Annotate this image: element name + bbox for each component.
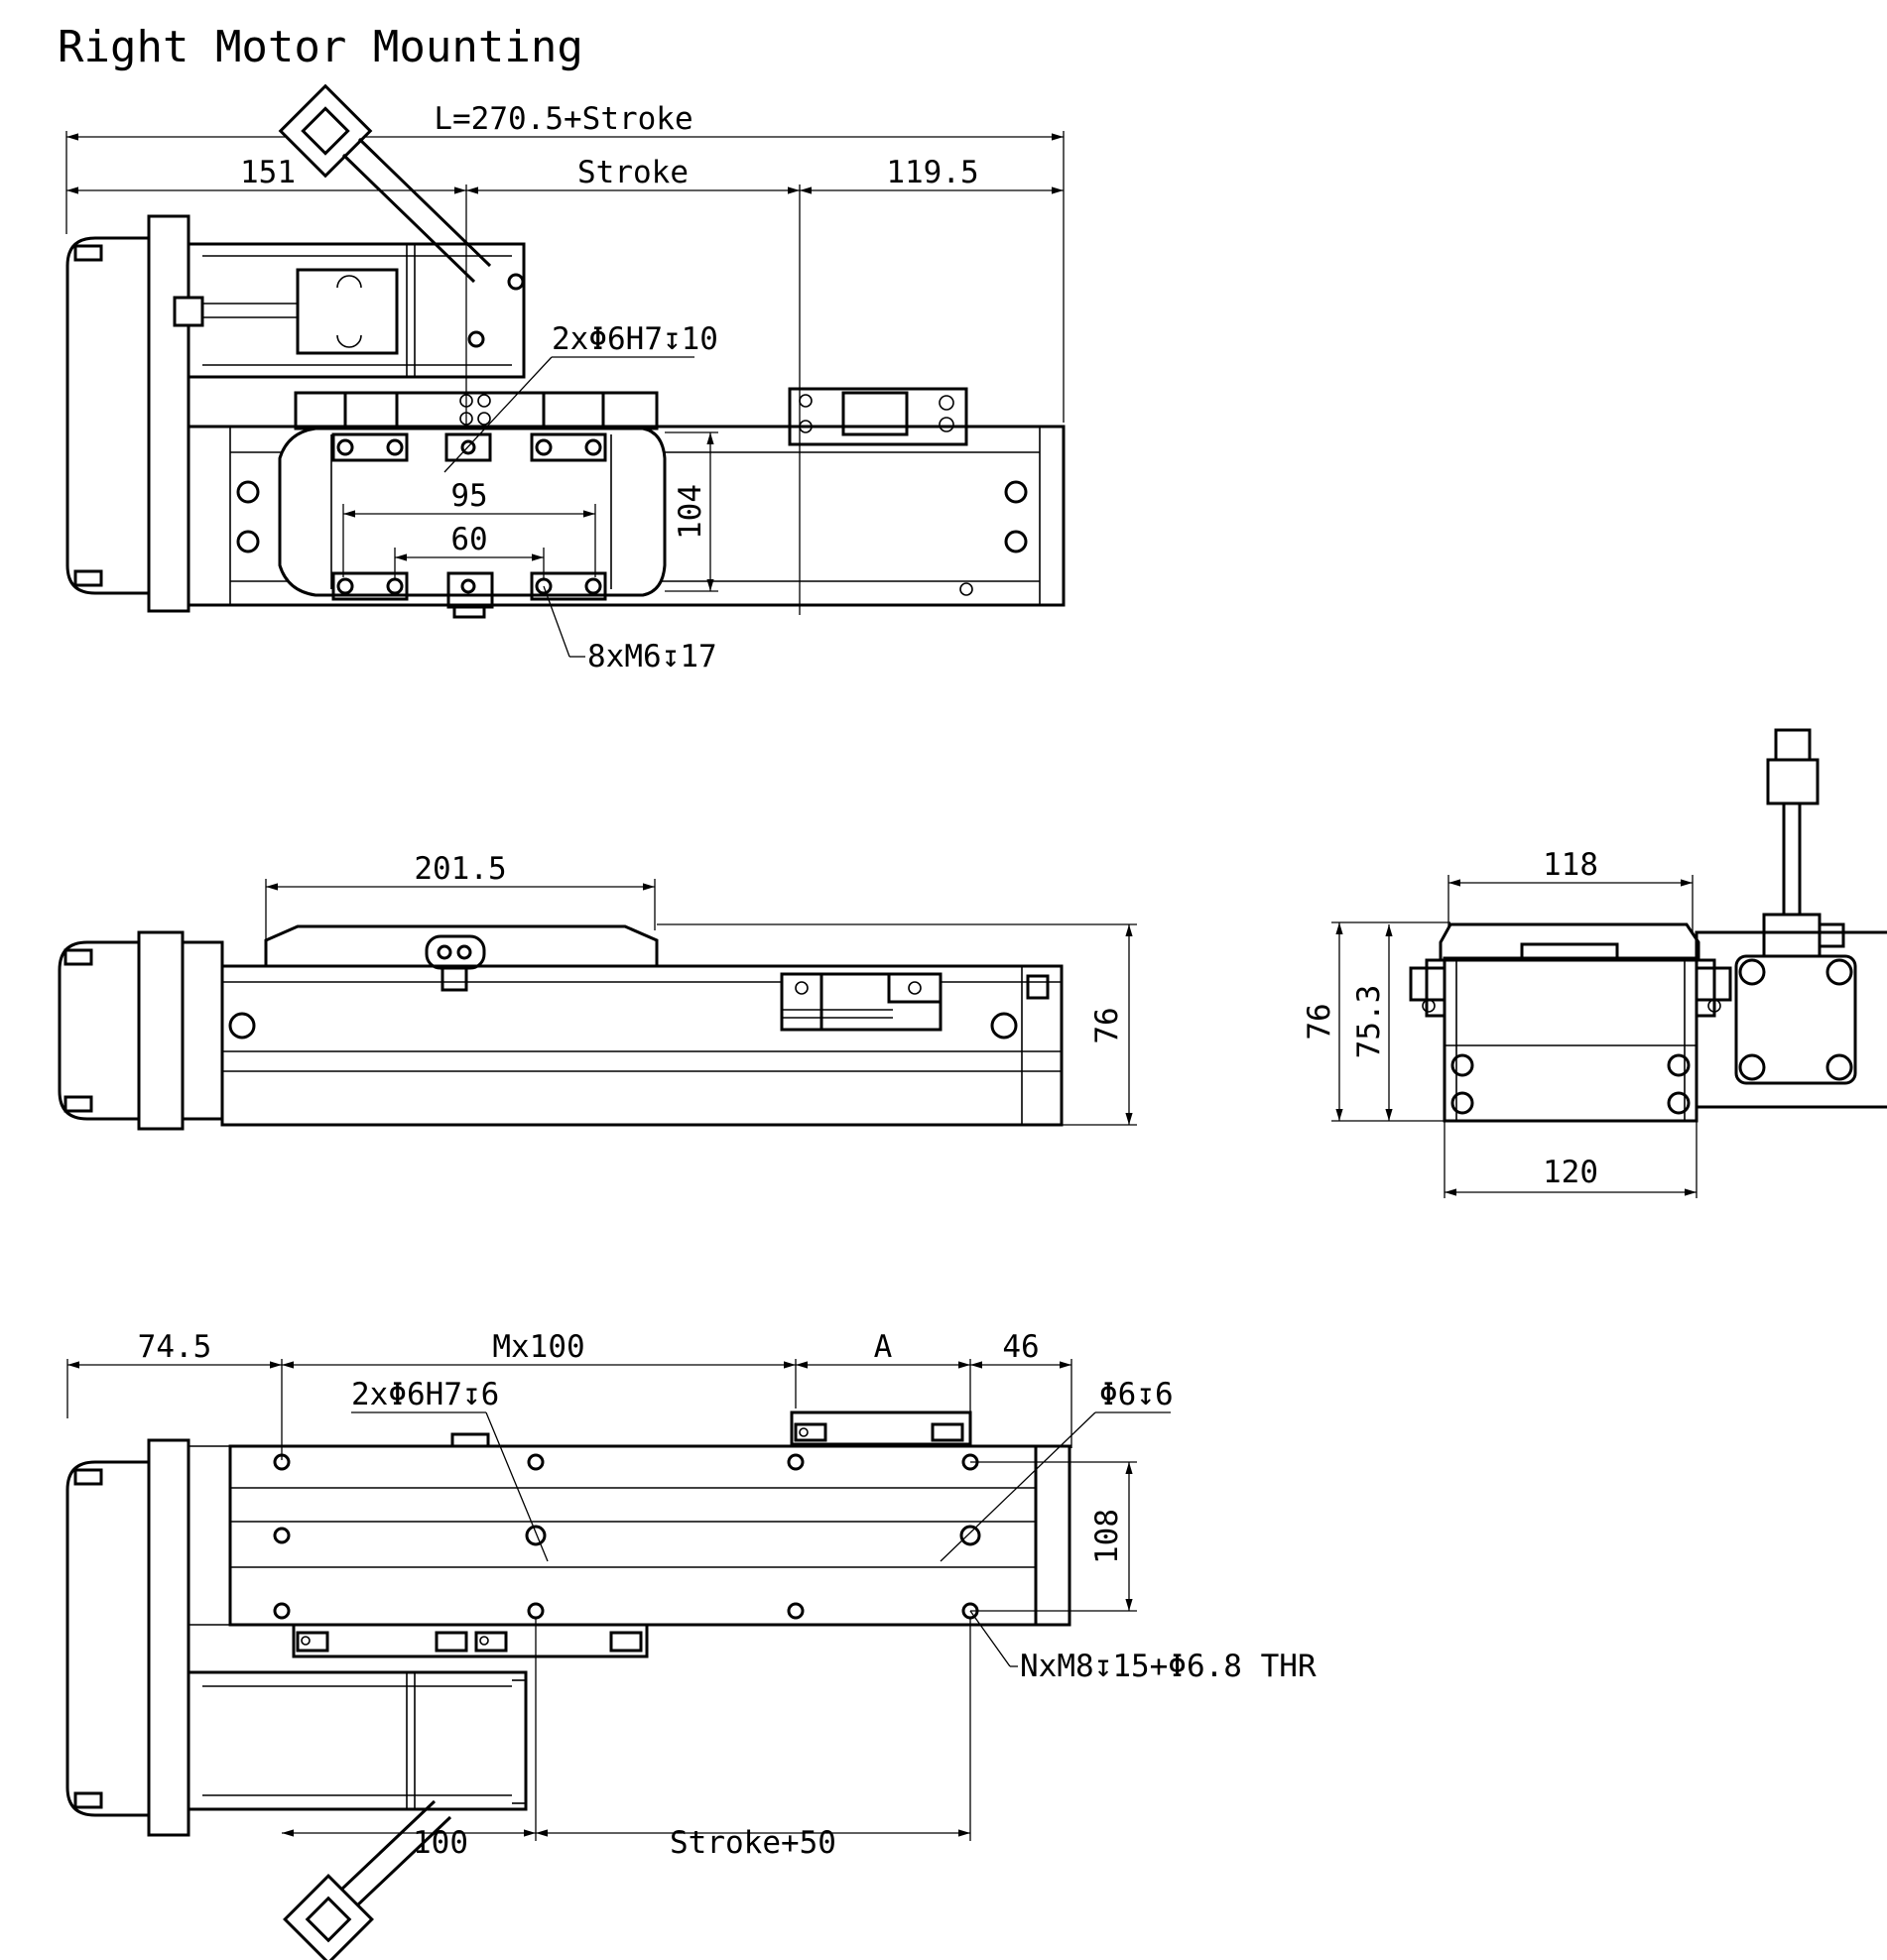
- bottom-connector-plug: [283, 1874, 374, 1960]
- dim-a: A: [874, 1329, 893, 1365]
- dim-side-76: 76: [1089, 1007, 1125, 1043]
- mounting-holes: [273, 1453, 981, 1620]
- callout-pin-top: 2xΦ6H7↧10: [552, 321, 718, 357]
- callout-pin-bottom: 2xΦ6H7↧6: [351, 1377, 499, 1412]
- bottom-motor-body: [65, 1460, 151, 1817]
- dim-bottom-left: 74.5: [138, 1329, 212, 1365]
- top-view: L=270.5+Stroke 151 Stroke 119.5: [65, 83, 1066, 674]
- dim-carriage-length: 201.5: [414, 851, 506, 887]
- end-cable-plug: [1774, 728, 1812, 762]
- coupling-block: [296, 268, 399, 355]
- dim-overall-length: L=270.5+Stroke: [434, 101, 692, 137]
- end-carriage: [1439, 922, 1700, 962]
- callout-tap-holes: 8xM6↧17: [587, 639, 717, 674]
- belt-cover: [187, 242, 526, 379]
- dim-left-offset: 151: [240, 155, 296, 190]
- dim-60: 60: [450, 522, 487, 557]
- bottom-carriage-bracket: [292, 1623, 649, 1658]
- page-title: Right Motor Mounting: [58, 22, 583, 72]
- rail-body: [187, 425, 1066, 607]
- sensor-bracket: [788, 387, 968, 446]
- end-connector: [1762, 913, 1822, 958]
- dim-75-3: 75.3: [1351, 985, 1387, 1059]
- dim-95: 95: [450, 478, 487, 514]
- end-profile: [1443, 956, 1698, 1123]
- dim-104: 104: [673, 484, 708, 540]
- dim-108: 108: [1089, 1509, 1125, 1564]
- dim-bottom-right: 46: [1002, 1329, 1039, 1365]
- side-motor-flange: [137, 930, 185, 1131]
- dim-118: 118: [1543, 847, 1598, 883]
- bottom-motor-box: [187, 1670, 528, 1811]
- connector-plug: [278, 83, 373, 179]
- dim-pitch: Mx100: [492, 1329, 584, 1365]
- dim-stroke-plus: Stroke+50: [670, 1825, 836, 1861]
- side-rail-body: [220, 964, 1064, 1127]
- callout-mount: NxM8↧15+Φ6.8 THR: [1020, 1649, 1317, 1684]
- motor-body: [65, 236, 151, 595]
- side-view: 201.5 76: [58, 851, 1137, 1131]
- end-view: 118 76 75.3: [1302, 728, 1887, 1198]
- end-motor-face: [1734, 954, 1857, 1085]
- dim-end-76: 76: [1302, 1003, 1337, 1040]
- bottom-view: 74.5 Mx100 A 46: [65, 1329, 1317, 1960]
- bottom-motor-flange: [147, 1438, 190, 1837]
- side-motor-body: [58, 940, 141, 1121]
- motor-flange: [147, 214, 190, 613]
- dim-right-offset: 119.5: [886, 155, 978, 190]
- bottom-rail-body: [228, 1444, 1038, 1627]
- bottom-sensor: [790, 1410, 972, 1446]
- end-motor-plate: [1695, 930, 1887, 1109]
- dim-stroke: Stroke: [577, 155, 689, 190]
- dim-100: 100: [413, 1825, 468, 1861]
- callout-hole: Φ6↧6: [1099, 1377, 1174, 1412]
- dim-120: 120: [1543, 1155, 1598, 1190]
